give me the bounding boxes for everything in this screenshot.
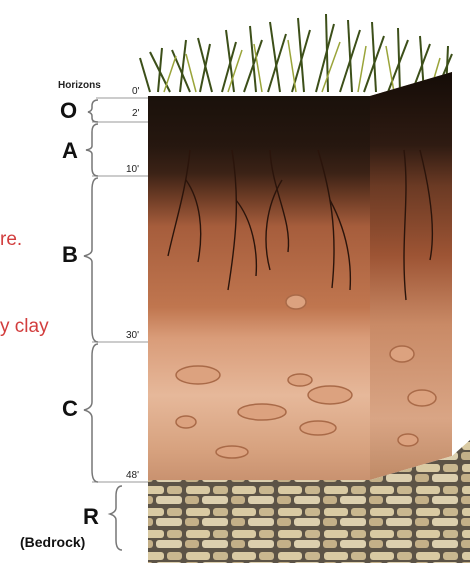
depth-2-label: 2' — [132, 108, 139, 119]
depth-30-label: 30' — [126, 330, 139, 341]
grass-icon — [140, 14, 452, 92]
horizon-b-label: B — [62, 242, 78, 268]
bedrock-front — [148, 480, 370, 563]
depth-10-label: 10' — [126, 164, 139, 175]
horizon-a-label: A — [62, 138, 78, 164]
bedrock-label: (Bedrock) — [20, 534, 85, 550]
depth-48-label: 48' — [126, 470, 139, 481]
horizon-r-label: R — [83, 504, 99, 530]
horizons-title: Horizons — [58, 80, 101, 91]
depth-lines — [92, 98, 148, 482]
horizon-o-label: O — [60, 98, 77, 124]
fragment-text-re: re. — [0, 229, 22, 251]
horizon-c-label: C — [62, 396, 78, 422]
depth-0-label: 0' — [132, 86, 139, 97]
soil-side-face — [370, 72, 452, 480]
fragment-text-clay: y clay — [0, 316, 49, 338]
